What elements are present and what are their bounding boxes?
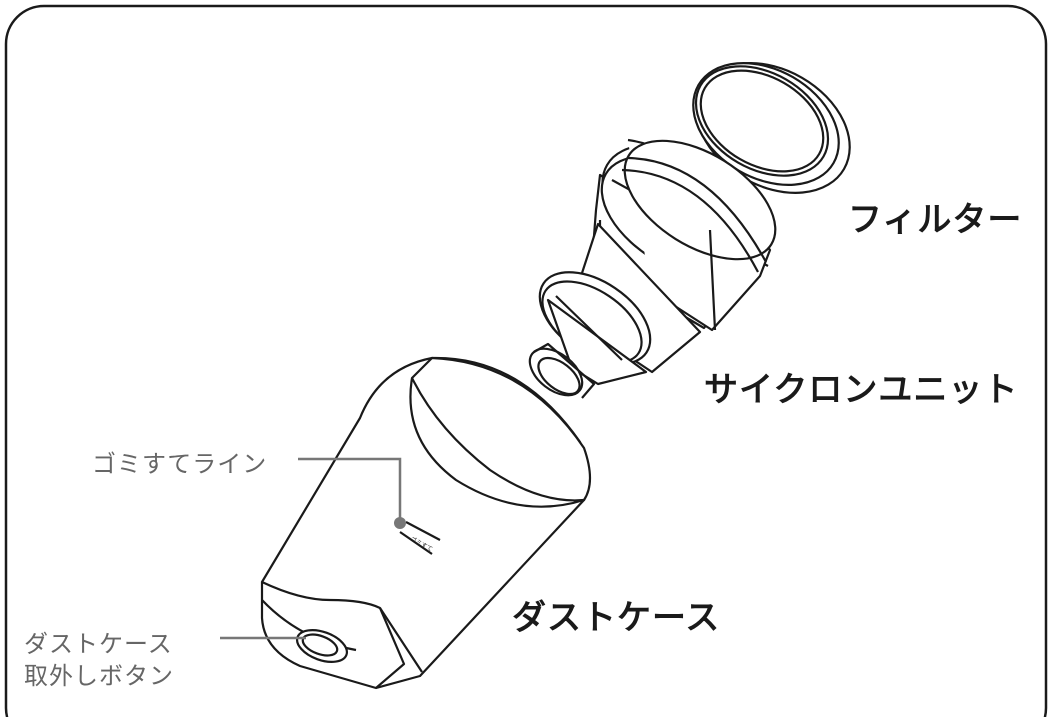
dust-case-part bbox=[260, 356, 592, 690]
dust-line-callout-dot bbox=[394, 517, 406, 529]
dust-line-callout bbox=[298, 457, 402, 522]
filter-label: フィルター bbox=[848, 200, 1023, 240]
dust-line-label: ゴミすてライン bbox=[92, 450, 268, 478]
callout-lines bbox=[220, 457, 402, 640]
dust-case-label: ダストケース bbox=[512, 598, 721, 638]
release-button-label-line2: 取外しボタン bbox=[24, 662, 174, 690]
cyclone-unit-label: サイクロンユニット bbox=[704, 370, 1019, 410]
release-button-label-line1: ダストケース bbox=[24, 630, 173, 658]
filter-part bbox=[692, 62, 851, 194]
cyclone-unit-part bbox=[528, 138, 777, 399]
